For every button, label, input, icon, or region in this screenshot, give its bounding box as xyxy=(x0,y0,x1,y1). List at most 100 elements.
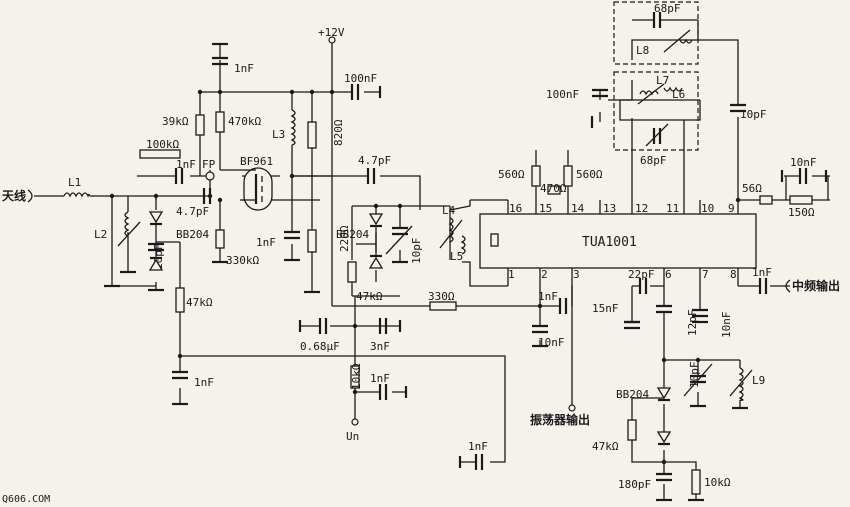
cap-1nf-if: 1nF xyxy=(752,266,772,294)
r-820-label: 820Ω xyxy=(332,119,345,146)
c-68pf-top-label: 68pF xyxy=(654,2,681,15)
varactor-pair-input: BB204 xyxy=(148,211,209,271)
inductor-l7: L7 xyxy=(637,74,669,105)
c-1nf-top-label: 1nF xyxy=(234,62,254,75)
resistor-220 xyxy=(307,229,317,253)
l5-label: L5 xyxy=(450,250,463,263)
cap-1nf-fp: 1nF xyxy=(174,158,196,184)
l1-label: L1 xyxy=(68,176,81,189)
cap-10pf-l9: 10pF xyxy=(683,362,713,397)
inductor-l3: L3 xyxy=(272,109,296,146)
c-100nf-vcc-label: 100nF xyxy=(344,72,377,85)
ic-pins-top: 16 15 14 13 12 11 10 9 xyxy=(509,202,735,215)
r-560-a-label: 560Ω xyxy=(498,168,525,181)
l8-label: L8 xyxy=(636,44,649,57)
varactor-2-label: BB204 xyxy=(336,228,369,241)
cap-180pf: 180pF xyxy=(618,472,672,491)
l7-label: L7 xyxy=(656,74,669,87)
c-100nf-osc-label: 100nF xyxy=(546,88,579,101)
pin-16: 16 xyxy=(509,202,522,215)
c-1nf-un-label: 1nF xyxy=(370,372,390,385)
c-1nf-if-label: 1nF xyxy=(752,266,772,279)
resistor-47k-b xyxy=(347,261,357,283)
pin-14: 14 xyxy=(571,202,585,215)
l4-label: L4 xyxy=(442,204,456,217)
pin-11: 11 xyxy=(666,202,679,215)
c-68pf-mid-label: 68pF xyxy=(640,154,667,167)
resistor-150 xyxy=(789,195,813,205)
inductor-l4: L4 xyxy=(439,204,463,249)
c-4p7-in-label: 4.7pF xyxy=(176,205,209,218)
cap-3nf: 3nF xyxy=(370,318,390,353)
cap-10pf-l4: 10pF xyxy=(385,225,423,265)
shield-l6-l7 xyxy=(613,71,699,151)
cap-1nf-pin2: 1nF xyxy=(538,290,568,314)
c-1nf-bias-label: 1nF xyxy=(194,376,214,389)
if-output-label: 中频输出 xyxy=(792,278,840,293)
shield-l8 xyxy=(613,1,699,65)
inductor-l6: L6 xyxy=(619,86,701,121)
cap-10nf-pin7: 10nF xyxy=(692,308,733,338)
inductors: L1 L2 L3 L4 L5 L6 L7 xyxy=(63,1,765,401)
c-1nf-bot-label: 1nF xyxy=(468,440,488,453)
resistor-560-b xyxy=(563,165,573,187)
pin-7: 7 xyxy=(702,268,709,281)
r-39k-label: 39kΩ xyxy=(162,115,189,128)
terminals: 天线 中频输出 振荡器输出 +12V Un xyxy=(2,26,840,443)
resistor-10k-bot xyxy=(691,469,701,495)
resistor-820 xyxy=(307,121,317,149)
resistor-330k xyxy=(215,229,225,249)
c-10pf-l4-label: 10pF xyxy=(410,238,423,265)
ic-label: TUA1001 xyxy=(582,235,637,250)
c-15nf-label: 15nF xyxy=(592,302,619,315)
r-56-label: 56Ω xyxy=(742,182,762,195)
r-47k-c-label: 47kΩ xyxy=(592,440,619,453)
pin-10: 10 xyxy=(701,202,714,215)
c-1nf-fp-label: 1nF xyxy=(176,158,196,171)
resistor-330 xyxy=(429,301,457,311)
cap-1nf-src: 1nF xyxy=(256,230,300,249)
c-10pf-l9-label: 10pF xyxy=(688,362,701,389)
r-10k-bot-label: 10kΩ xyxy=(704,476,731,489)
r-470k-label: 470kΩ xyxy=(228,115,261,128)
antenna-label: 天线 xyxy=(2,188,26,203)
cap-1nf-bias: 1nF xyxy=(172,370,214,389)
r-150-label: 150Ω xyxy=(788,206,815,219)
pin-12: 12 xyxy=(635,202,648,215)
resistor-47k-a xyxy=(175,287,185,313)
junctions xyxy=(109,36,741,465)
resistor-39k xyxy=(195,114,205,136)
pin-1: 1 xyxy=(508,268,515,281)
cap-4p7-in: 4.7pF xyxy=(176,188,212,218)
cap-15nf: 15nF xyxy=(592,302,640,330)
cap-10pf-osc: 10pF xyxy=(730,103,767,121)
resistor-560-a xyxy=(531,165,541,187)
varactor-pair-mid: BB204 xyxy=(336,213,384,269)
cap-68pf-mid: 68pF xyxy=(640,123,669,167)
l6-label: L6 xyxy=(672,88,685,101)
varactor-pair-osc: BB204 xyxy=(616,387,672,446)
r-47k-b-label: 47kΩ xyxy=(356,290,383,303)
inductor-l1: L1 xyxy=(63,176,91,198)
transistor-bf961: BF961 FP xyxy=(202,155,273,211)
l3-label: L3 xyxy=(272,128,285,141)
r-330k-label: 330kΩ xyxy=(226,254,259,267)
c-3nf-label: 3nF xyxy=(370,340,390,353)
cap-100nf-osc: 100nF xyxy=(546,88,608,101)
c-1nf-pin2-label: 1nF xyxy=(538,290,558,303)
r-220-label: 220Ω xyxy=(338,225,351,252)
cap-22pf: 22pF xyxy=(628,268,655,294)
c-22pf-label: 22pF xyxy=(628,268,655,281)
cap-0p68uf: 0.68μF xyxy=(300,318,340,353)
cap-1nf-un: 1nF xyxy=(370,372,390,400)
pin-6: 6 xyxy=(665,268,672,281)
varactors: BB204 BB204 BB204 xyxy=(148,211,672,446)
cap-1nf-bot: 1nF xyxy=(468,440,488,470)
fp-label: FP xyxy=(202,158,216,171)
c-180pf-label: 180pF xyxy=(618,478,651,491)
grounds xyxy=(104,42,828,502)
tuning-voltage-label: Un xyxy=(346,430,359,443)
pin-15: 15 xyxy=(539,202,552,215)
r-560-b-label: 560Ω xyxy=(576,168,603,181)
